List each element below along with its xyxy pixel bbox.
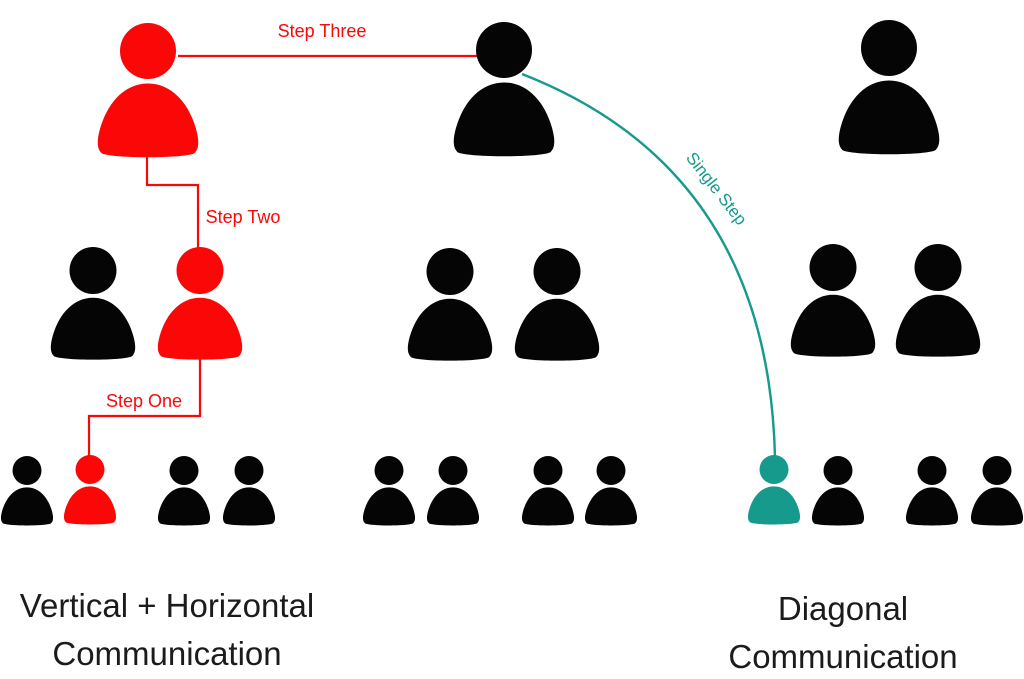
left-caption-line1: Vertical + Horizontal xyxy=(19,587,315,624)
left-caption: Vertical + Horizontal Communication xyxy=(20,582,314,678)
person-icon-employee xyxy=(0,456,54,526)
person-icon-employee xyxy=(426,456,480,526)
step-three-label: Step Three xyxy=(277,21,367,41)
person-icon-employee xyxy=(747,455,801,525)
person-icon-employee xyxy=(222,456,276,526)
person-icon-employee xyxy=(811,456,865,526)
person-icon-employee xyxy=(584,456,638,526)
person-icon-employee xyxy=(362,456,416,526)
step-one-line xyxy=(87,358,202,458)
step-two-label: Step Two xyxy=(205,207,281,227)
right-caption-line1: Diagonal xyxy=(777,590,909,627)
person-icon-employee xyxy=(63,455,117,525)
person-icon-middle-manager xyxy=(50,247,136,360)
person-icon-employee xyxy=(970,456,1024,526)
person-icon-employee xyxy=(521,456,575,526)
left-caption-line2: Communication xyxy=(52,635,282,672)
step-two-line xyxy=(145,157,200,251)
person-icon-middle-manager xyxy=(790,244,876,357)
single-step-curve xyxy=(521,72,777,458)
person-icon-top-manager-right xyxy=(838,20,940,155)
person-icon-employee xyxy=(905,456,959,526)
step-one-label: Step One xyxy=(105,391,183,411)
person-icon-middle-manager xyxy=(895,244,981,357)
person-icon-employee xyxy=(157,456,211,526)
person-icon-middle-manager xyxy=(407,248,493,361)
person-icon-middle-manager xyxy=(514,248,600,361)
right-caption-line2: Communication xyxy=(728,638,958,675)
person-icon-top-manager-center xyxy=(453,22,555,157)
person-icon-middle-manager xyxy=(157,247,243,360)
person-icon-top-manager-left xyxy=(97,23,199,158)
right-caption: Diagonal Communication xyxy=(728,585,957,679)
